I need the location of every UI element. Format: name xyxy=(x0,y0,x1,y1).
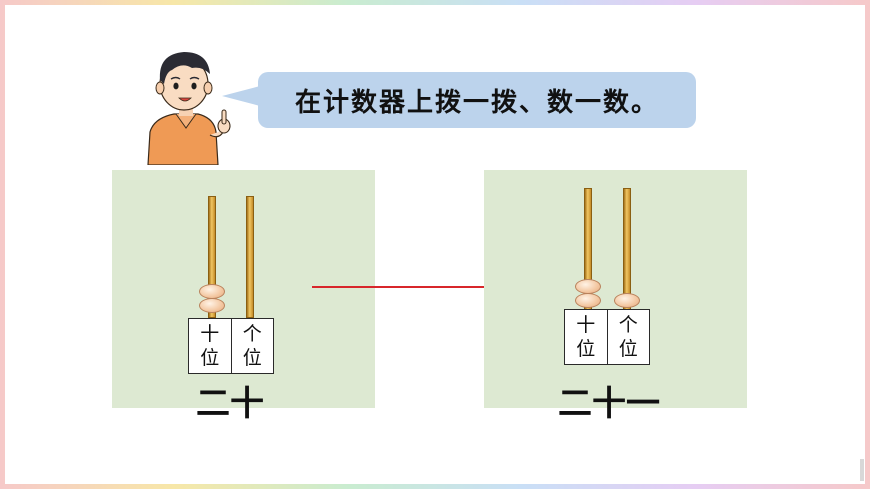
speech-text: 在计数器上拨一拨、数一数。 xyxy=(294,87,659,118)
tens-label-top: 十 xyxy=(200,323,220,345)
speech-bubble-tail xyxy=(222,86,260,106)
bead-ones-right-1[interactable] xyxy=(614,293,640,308)
ones-place-cell: 个 位 xyxy=(606,310,650,364)
tens-label-bottom: 位 xyxy=(200,347,220,369)
tens-place-cell: 十 位 xyxy=(565,310,607,364)
bead-tens-left-1[interactable] xyxy=(199,284,225,299)
bead-tens-right-1[interactable] xyxy=(575,279,601,294)
ones-label-bottom: 位 xyxy=(242,347,262,369)
ones-label-top: 个 xyxy=(242,323,262,345)
number-word-right: 二十一 xyxy=(558,384,660,424)
tens-label-bottom: 位 xyxy=(576,338,596,360)
counter-panel-right xyxy=(484,170,747,408)
ones-rod-left xyxy=(246,196,254,318)
bead-tens-right-2[interactable] xyxy=(575,293,601,308)
bead-tens-left-2[interactable] xyxy=(199,298,225,313)
tens-rod-left xyxy=(208,196,216,318)
place-value-box-left: 十 位 个 位 xyxy=(188,318,274,374)
tens-place-cell: 十 位 xyxy=(189,319,231,373)
number-word-left: 二十 xyxy=(196,384,264,424)
corner-marker xyxy=(860,459,864,481)
speech-bubble: 在计数器上拨一拨、数一数。 xyxy=(258,72,696,128)
ones-place-cell: 个 位 xyxy=(230,319,274,373)
ones-label-bottom: 位 xyxy=(618,338,638,360)
boy-illustration xyxy=(147,52,231,165)
place-value-box-right: 十 位 个 位 xyxy=(564,309,650,365)
tens-label-top: 十 xyxy=(576,314,596,336)
ones-label-top: 个 xyxy=(618,314,638,336)
